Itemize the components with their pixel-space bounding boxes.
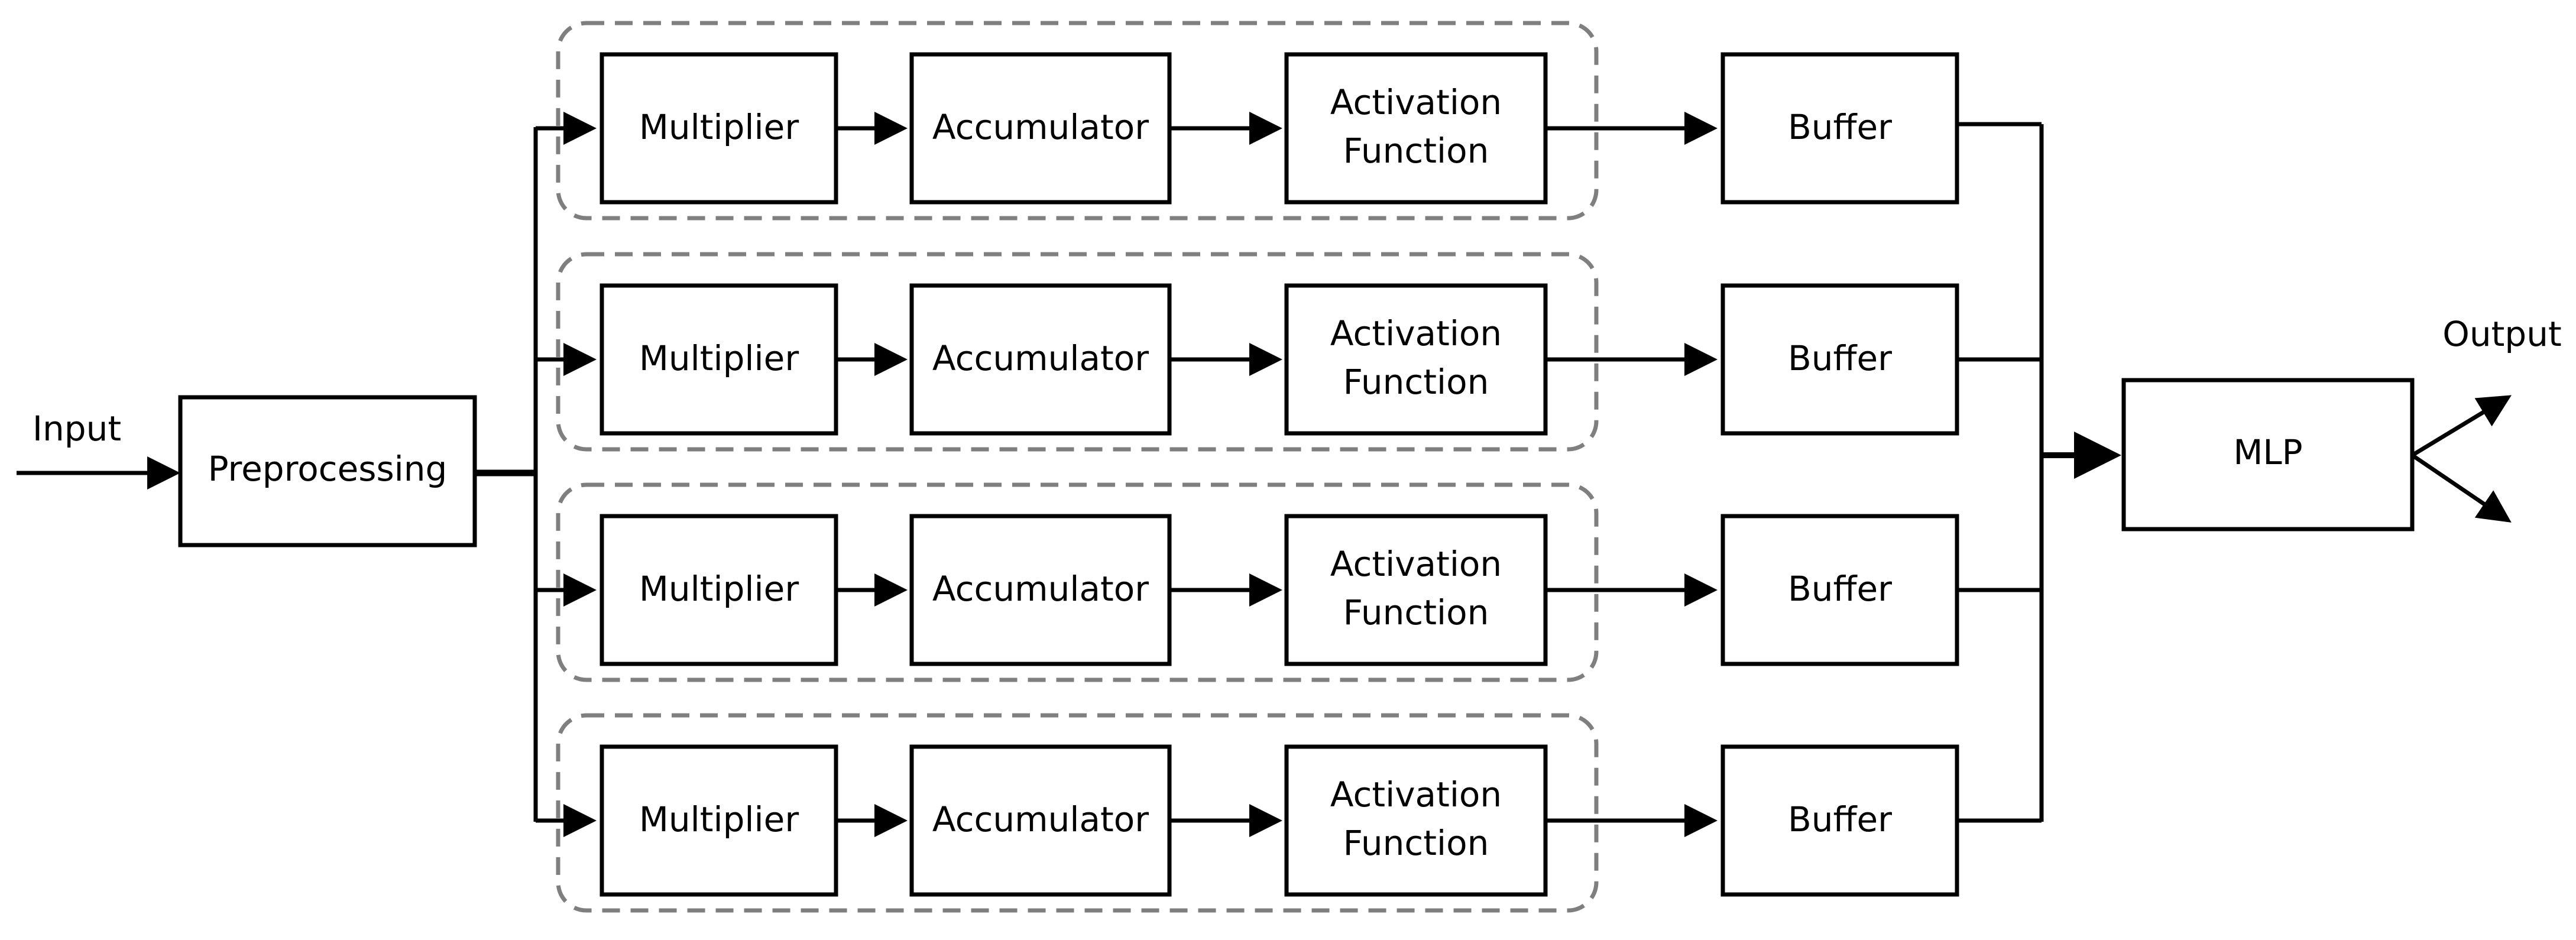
activation-function-label-line2: Function: [1343, 592, 1489, 633]
multiplier-block: Multiplier: [600, 514, 838, 666]
merge-connector: [2039, 124, 2121, 822]
accumulator-label: Accumulator: [932, 338, 1149, 378]
output-label: Output: [2442, 314, 2561, 354]
lane-group-border: [556, 713, 1599, 913]
lane-group-border: [556, 482, 1599, 682]
buffer-label: Buffer: [1788, 569, 1892, 609]
multiplier-block: Multiplier: [600, 52, 838, 205]
input-label: Input: [33, 409, 121, 449]
output-arrow-upper: [2411, 395, 2512, 457]
multiplier-label: Multiplier: [639, 107, 799, 147]
preprocessing-label: Preprocessing: [208, 449, 448, 489]
multiplier-block: Multiplier: [600, 283, 838, 436]
accumulator-label: Accumulator: [932, 799, 1149, 839]
activation-function-label-line1: Activation: [1330, 774, 1502, 815]
multiplier-label: Multiplier: [639, 338, 799, 378]
accumulator-block: Accumulator: [909, 283, 1172, 436]
buffer-label: Buffer: [1788, 107, 1892, 147]
accumulator-block: Accumulator: [909, 514, 1172, 666]
activation-function-label-line2: Function: [1343, 823, 1489, 863]
activation-function-label-line2: Function: [1343, 362, 1489, 402]
preprocessing-block: Preprocessing: [178, 395, 477, 547]
multiplier-label: Multiplier: [639, 569, 799, 609]
activation-function-label-line1: Activation: [1330, 544, 1502, 584]
multiplier-label: Multiplier: [639, 799, 799, 839]
accumulator-block: Accumulator: [909, 52, 1172, 205]
accumulator-label: Accumulator: [932, 569, 1149, 609]
accumulator-block: Accumulator: [909, 744, 1172, 897]
accumulator-label: Accumulator: [932, 107, 1149, 147]
lane-group-border: [556, 252, 1599, 452]
lane-group-border: [556, 21, 1599, 221]
activation-function-label-line1: Activation: [1330, 313, 1502, 354]
buffer-block: Buffer: [1720, 283, 1959, 436]
mlp-block: MLP: [2121, 378, 2415, 531]
activation-function-label-line2: Function: [1343, 131, 1489, 171]
buffer-block: Buffer: [1720, 744, 1959, 897]
fanout-connector: [475, 127, 538, 822]
buffer-block: Buffer: [1720, 52, 1959, 205]
output-arrow-lower: [2411, 453, 2512, 523]
buffer-label: Buffer: [1788, 338, 1892, 378]
activation-function-label-line1: Activation: [1330, 82, 1502, 122]
buffer-block: Buffer: [1720, 514, 1959, 666]
multiplier-block: Multiplier: [600, 744, 838, 897]
mlp-label: MLP: [2233, 432, 2302, 472]
buffer-label: Buffer: [1788, 799, 1892, 839]
